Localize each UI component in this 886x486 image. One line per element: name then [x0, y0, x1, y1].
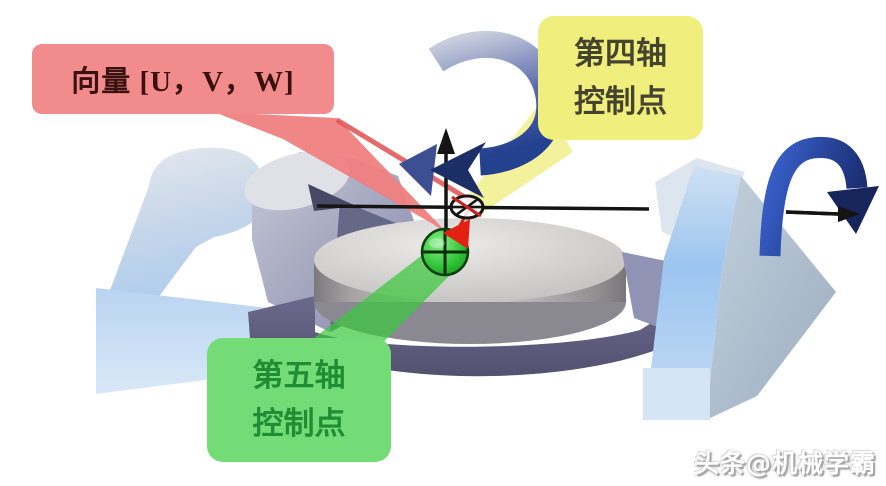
vector-uvw-callout: 向量 [U，V，W] [32, 44, 334, 114]
green-sphere-icon [420, 219, 470, 277]
fifth-axis-label-line2: 控制点 [252, 406, 346, 441]
horizontal-rotation-arrow [759, 136, 879, 257]
red-pointer-arrowhead [443, 219, 470, 249]
fifth-axis-label-line1: 第五轴 [252, 357, 346, 393]
swirl-arrowhead [430, 142, 486, 198]
horizontal-axis-arrow-tip-overlay [785, 206, 860, 222]
fourth-axis-label-line1: 第四轴 [574, 35, 667, 71]
vector-uvw-label: 向量 [U，V，W] [71, 66, 295, 98]
watermark-text: 头条@机械学霸 [693, 449, 876, 478]
right-support-foot [643, 368, 710, 420]
crossed-circle-icon [449, 194, 485, 220]
fourth-axis-label-line2: 控制点 [574, 84, 667, 119]
fourth-axis-callout: 第四轴 控制点 [538, 16, 703, 140]
right-support-arm [643, 158, 836, 420]
block-dark-wedge [308, 184, 356, 211]
fifth-axis-callout: 第五轴 控制点 [207, 338, 391, 462]
